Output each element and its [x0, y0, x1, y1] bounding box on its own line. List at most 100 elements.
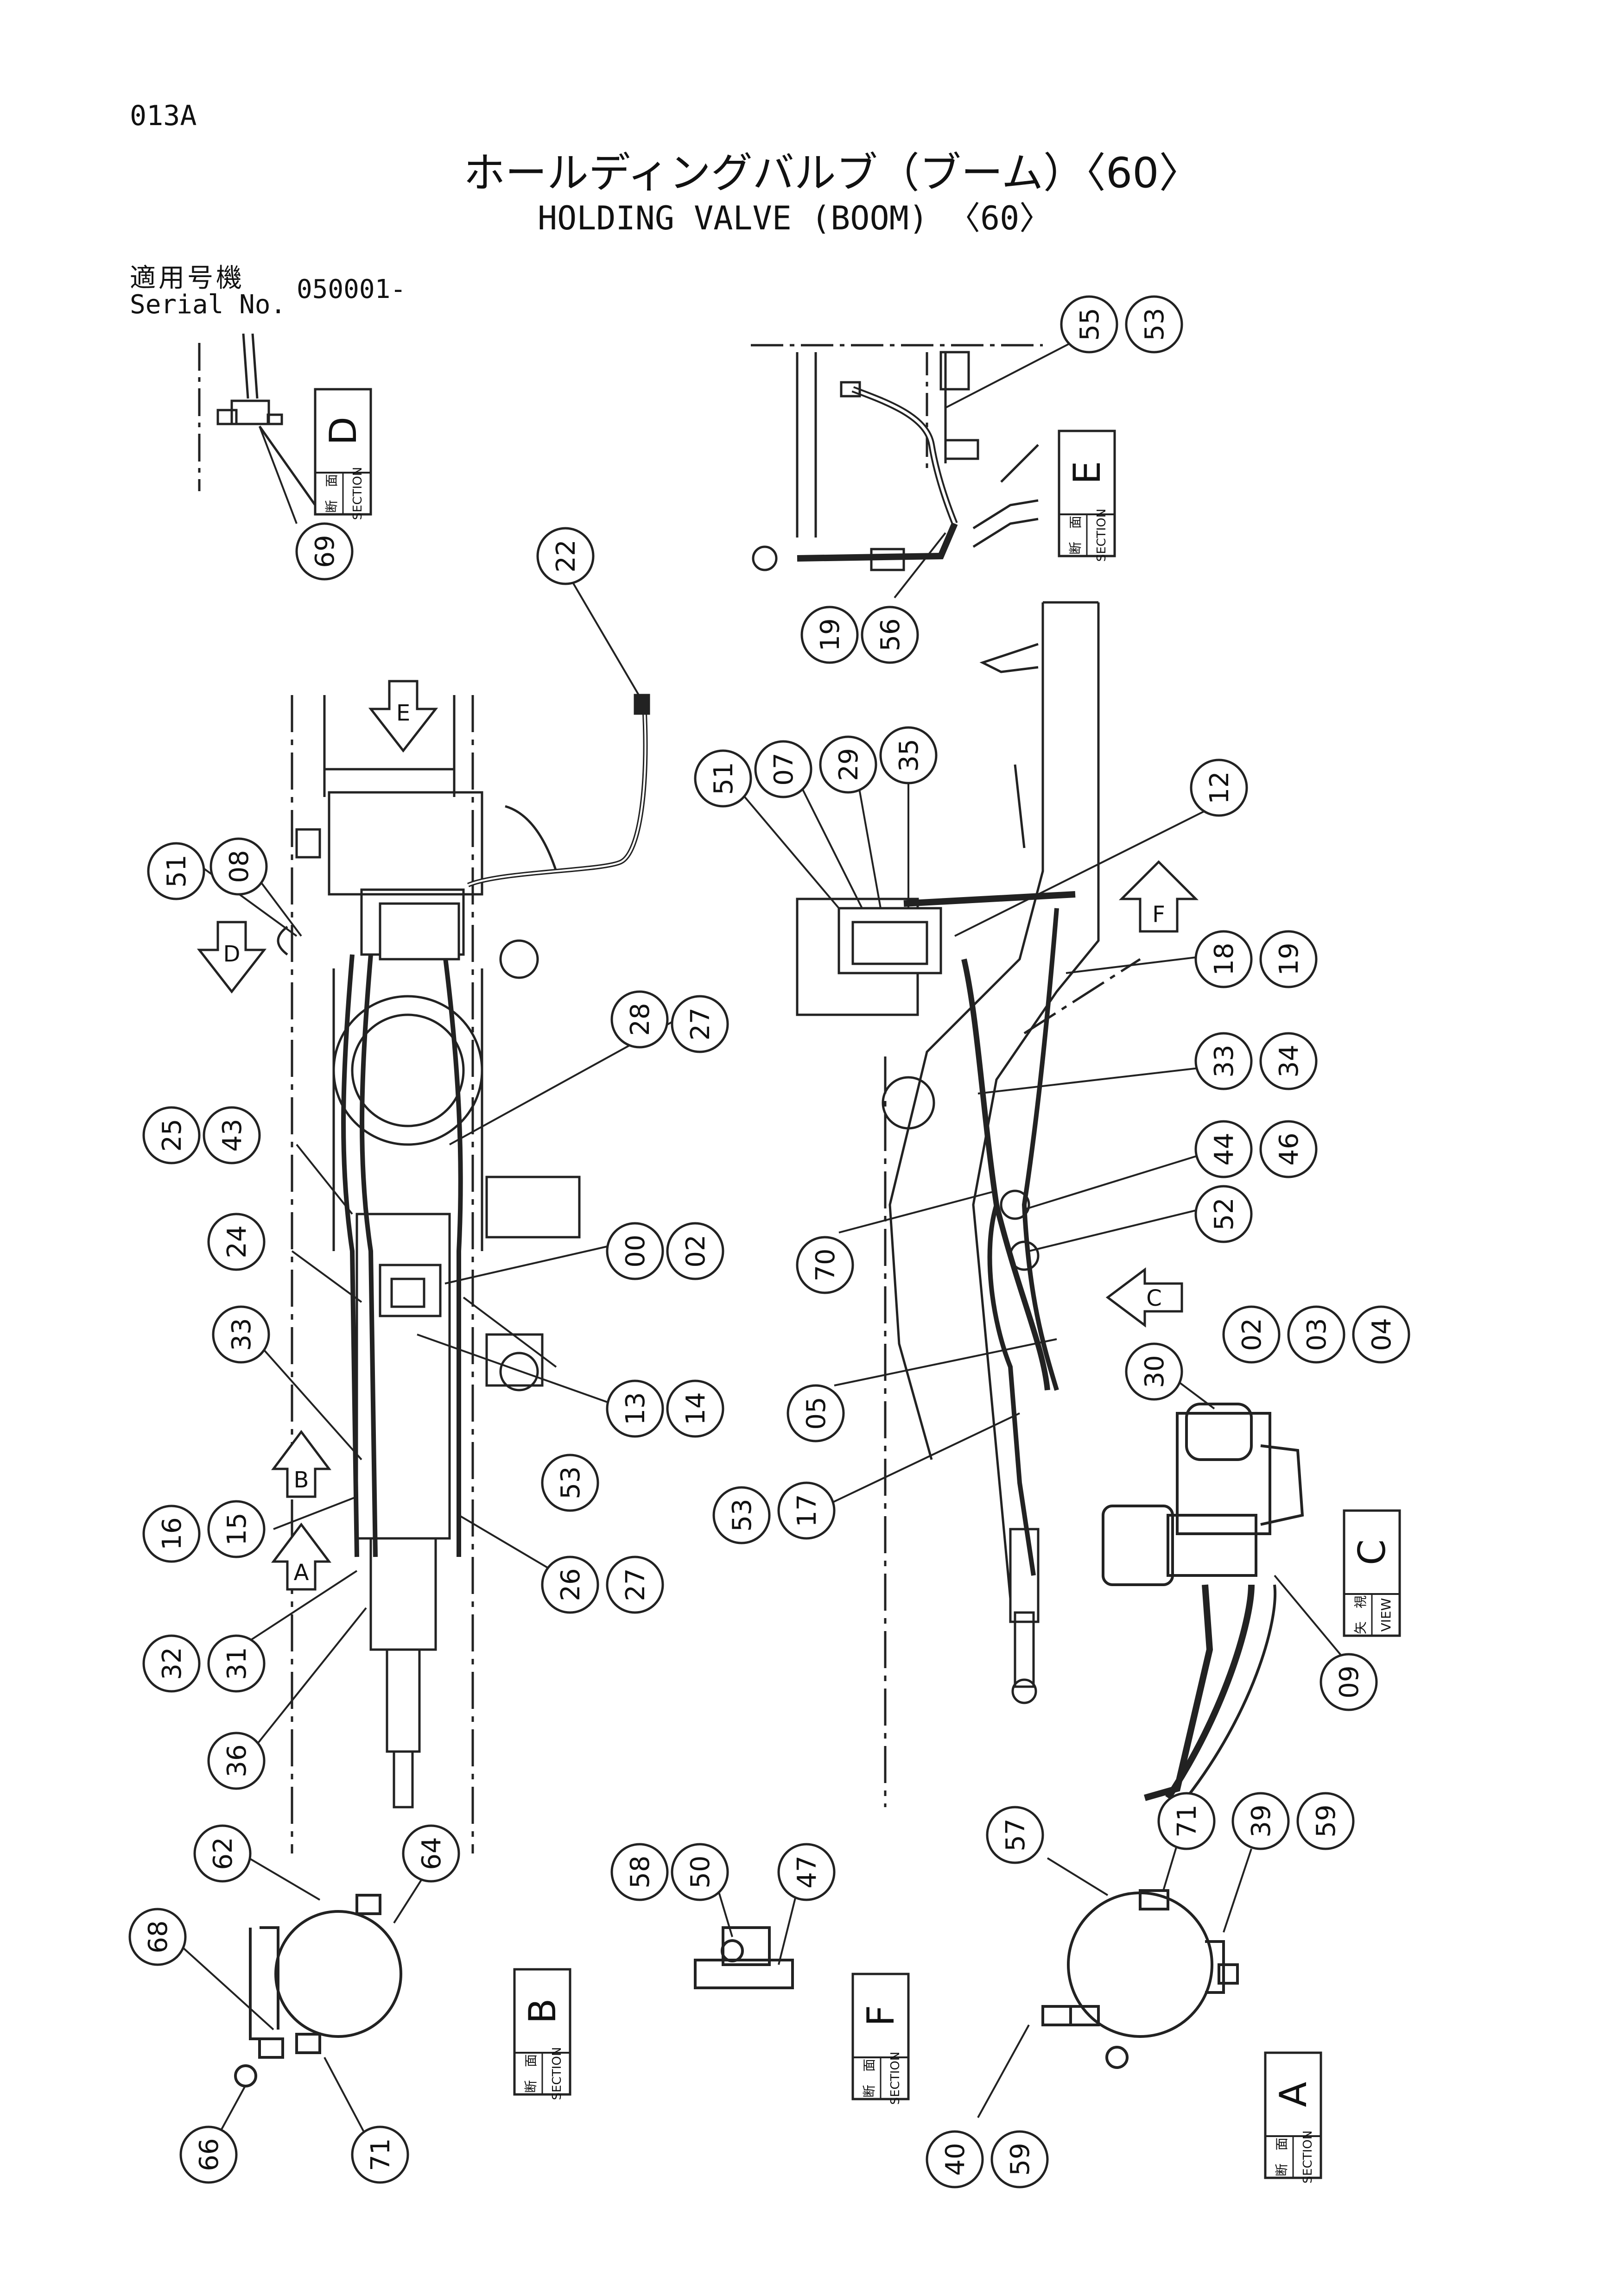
callout-bubble: 59 — [990, 2130, 1049, 2188]
serial-label-japanese: 適用号機 — [130, 263, 245, 293]
callout-number: 51 — [709, 762, 739, 795]
callout-number: 22 — [551, 539, 581, 572]
callout-number: 64 — [417, 1837, 447, 1870]
callout-bubble: 34 — [1259, 1032, 1318, 1090]
callout-number: 46 — [1274, 1132, 1304, 1165]
callout-bubble: 28 — [610, 990, 669, 1049]
serial-label-english: Serial No. — [130, 290, 286, 320]
callout-bubble: 35 — [879, 726, 938, 784]
callout-bubble: 52 — [1194, 1185, 1253, 1243]
callout-bubble: 03 — [1287, 1305, 1345, 1364]
callout-number: 24 — [222, 1225, 252, 1258]
callout-number: 59 — [1311, 1804, 1341, 1837]
section-e-kanji: 断 面 — [1068, 516, 1083, 555]
callout-number: 51 — [162, 854, 192, 887]
callout-bubble: 50 — [671, 1843, 729, 1901]
callout-number: 04 — [1367, 1318, 1397, 1351]
callout-number: 27 — [685, 1007, 716, 1040]
callout-bubble: 59 — [1296, 1792, 1355, 1850]
arrow-e-label: E — [396, 700, 410, 726]
callout-bubble: 04 — [1352, 1305, 1410, 1364]
callout-number: 19 — [1274, 942, 1304, 975]
view-c-kanji: 矢 視 — [1353, 1595, 1368, 1634]
direction-arrows: E D F C B A — [197, 680, 1199, 1591]
callout-number: 44 — [1209, 1132, 1239, 1165]
section-f-word: SECTION — [888, 2052, 902, 2105]
section-a-label: 断 面 SECTION A — [1264, 2051, 1322, 2183]
callouts: 69 22 55 53 19 56 51 08 51 07 29 35 12 1… — [128, 295, 1410, 2188]
section-b-kanji: 断 面 — [523, 2054, 539, 2093]
callout-bubble: 17 — [777, 1481, 836, 1540]
callout-number: 27 — [621, 1568, 651, 1601]
callout-bubble: 15 — [207, 1500, 266, 1558]
callout-number: 69 — [310, 535, 340, 568]
callout-bubble: 70 — [796, 1236, 854, 1294]
callout-number: 29 — [834, 748, 864, 781]
callout-number: 25 — [157, 1119, 187, 1151]
callout-bubble: 27 — [671, 995, 729, 1053]
callout-number: 12 — [1205, 771, 1235, 804]
callout-number: 02 — [681, 1234, 711, 1267]
callout-number: 18 — [1209, 942, 1239, 975]
callout-number: 53 — [1140, 308, 1170, 341]
callout-bubble: 58 — [610, 1843, 669, 1901]
section-e-word: SECTION — [1095, 509, 1109, 562]
callout-number: 08 — [224, 850, 254, 883]
callout-bubble: 53 — [1125, 295, 1183, 354]
callout-bubble: 62 — [193, 1824, 252, 1883]
callout-bubble: 33 — [1194, 1032, 1253, 1090]
arrow-b: B — [271, 1429, 331, 1498]
callout-bubble: 51 — [147, 842, 205, 900]
callout-number: 53 — [556, 1466, 586, 1499]
callout-number: 05 — [801, 1397, 831, 1429]
callout-bubble: 31 — [207, 1634, 266, 1693]
callout-number: 13 — [621, 1392, 651, 1425]
callout-bubble: 14 — [666, 1379, 724, 1438]
callout-bubble: 00 — [606, 1222, 664, 1280]
callout-number: 03 — [1302, 1318, 1332, 1351]
arrow-b-label: B — [294, 1467, 309, 1493]
callout-number: 17 — [792, 1494, 822, 1527]
callout-number: 47 — [792, 1855, 822, 1888]
section-a-kanji: 断 面 — [1274, 2138, 1289, 2176]
callout-bubble: 22 — [536, 527, 595, 585]
section-f-label: 断 面 SECTION F — [851, 1973, 910, 2105]
callout-number: 57 — [1001, 1818, 1031, 1851]
view-c-letter: C — [1351, 1539, 1394, 1565]
callout-bubble: 07 — [754, 740, 812, 798]
callout-bubble: 33 — [212, 1305, 270, 1364]
section-b-word: SECTION — [550, 2047, 564, 2100]
callout-number: 43 — [217, 1119, 247, 1151]
callout-bubble: 57 — [986, 1806, 1044, 1864]
callout-bubble: 44 — [1194, 1120, 1253, 1178]
callout-number: 33 — [227, 1318, 257, 1351]
section-f-kanji: 断 面 — [862, 2059, 877, 2098]
callout-number: 62 — [208, 1837, 238, 1870]
section-f-drawing — [694, 1926, 794, 1989]
callout-bubble: 02 — [666, 1222, 724, 1280]
section-f-letter: F — [859, 2005, 902, 2026]
section-d-word: SECTION — [351, 467, 365, 520]
section-a-drawing — [1041, 1889, 1239, 2069]
callout-bubble: 13 — [606, 1379, 664, 1438]
callout-number: 66 — [194, 2138, 224, 2171]
callout-bubble: 30 — [1125, 1342, 1183, 1401]
callout-number: 50 — [685, 1855, 716, 1888]
arrow-d-label: D — [223, 941, 241, 967]
callout-bubble: 64 — [402, 1824, 460, 1883]
callout-number: 09 — [1334, 1665, 1364, 1698]
callout-bubble: 51 — [694, 749, 752, 808]
leader-lines — [175, 337, 1345, 2137]
callout-bubble: 19 — [800, 606, 859, 664]
callout-number: 53 — [727, 1499, 757, 1531]
view-c-word: VIEW — [1378, 1598, 1394, 1632]
arrow-f: F — [1118, 860, 1199, 933]
arrow-c: C — [1105, 1267, 1183, 1328]
detail-e-drawing — [751, 344, 1043, 571]
callout-bubble: 18 — [1194, 930, 1253, 988]
callout-bubble: 02 — [1222, 1305, 1281, 1364]
callout-number: 56 — [875, 618, 906, 651]
arrow-d: D — [197, 921, 267, 994]
arrow-c-label: C — [1146, 1285, 1162, 1311]
